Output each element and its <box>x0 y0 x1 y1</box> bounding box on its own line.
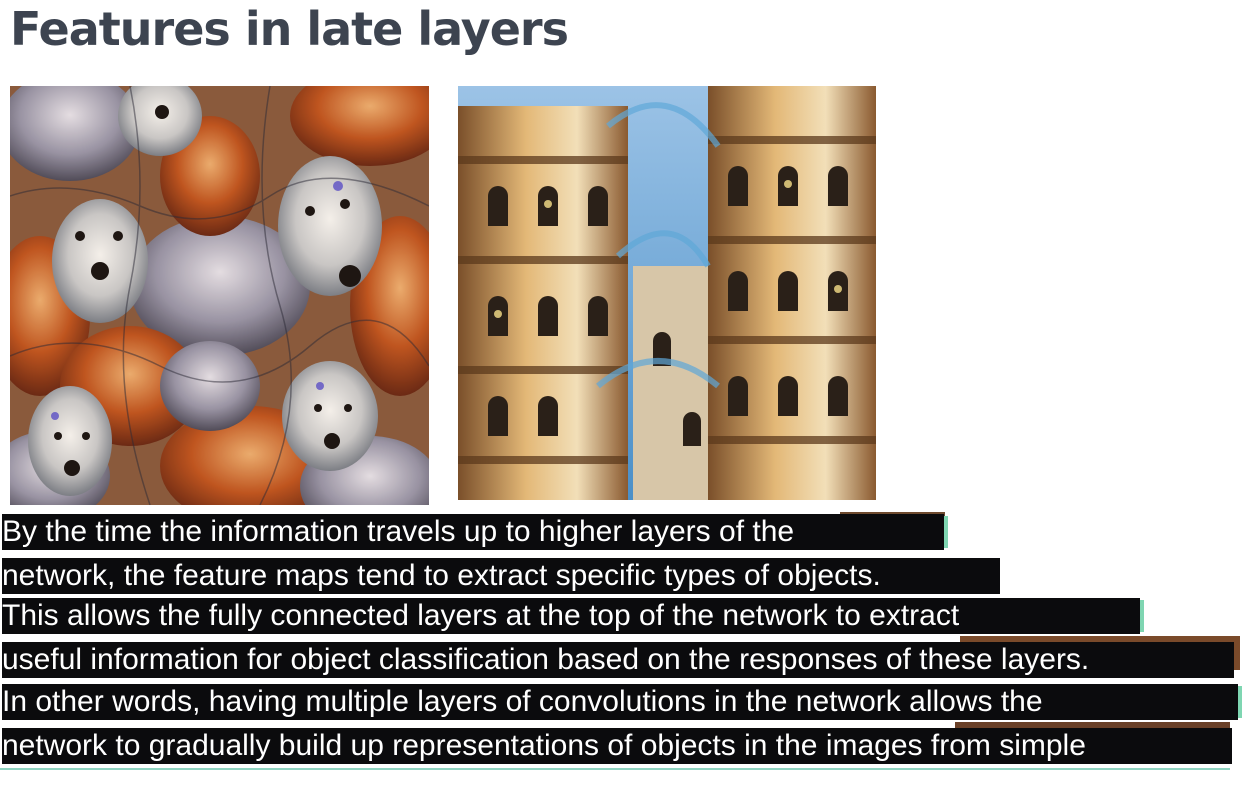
caption-line-accent <box>944 516 948 548</box>
caption-line: In other words, having multiple layers o… <box>2 684 1242 720</box>
caption-line: network, the feature maps tend to extrac… <box>2 558 1000 594</box>
caption-line-accent <box>1238 686 1242 718</box>
caption-line-text: network, the feature maps tend to extrac… <box>2 559 881 592</box>
caption-line-text: network to gradually build up representa… <box>2 729 1086 762</box>
tower-buildings-visualization <box>458 86 876 500</box>
slide-title: Features in late layers <box>10 2 569 56</box>
caption-line-text: This allows the fully connected layers a… <box>2 599 960 632</box>
caption-line-text: useful information for object classifica… <box>2 643 1090 676</box>
caption-line-text: By the time the information travels up t… <box>2 515 795 548</box>
caption-line: useful information for object classifica… <box>2 642 1234 678</box>
caption-line: This allows the fully connected layers a… <box>2 598 1144 634</box>
caption-line: network to gradually build up representa… <box>2 728 1232 764</box>
caption-line-accent <box>1140 600 1144 632</box>
dog-faces-visualization <box>10 86 429 505</box>
caption-underline <box>0 768 1230 770</box>
caption-text-block: By the time the information travels up t… <box>0 512 1243 782</box>
caption-line-text: In other words, having multiple layers o… <box>2 685 1043 718</box>
caption-line: By the time the information travels up t… <box>2 514 948 550</box>
